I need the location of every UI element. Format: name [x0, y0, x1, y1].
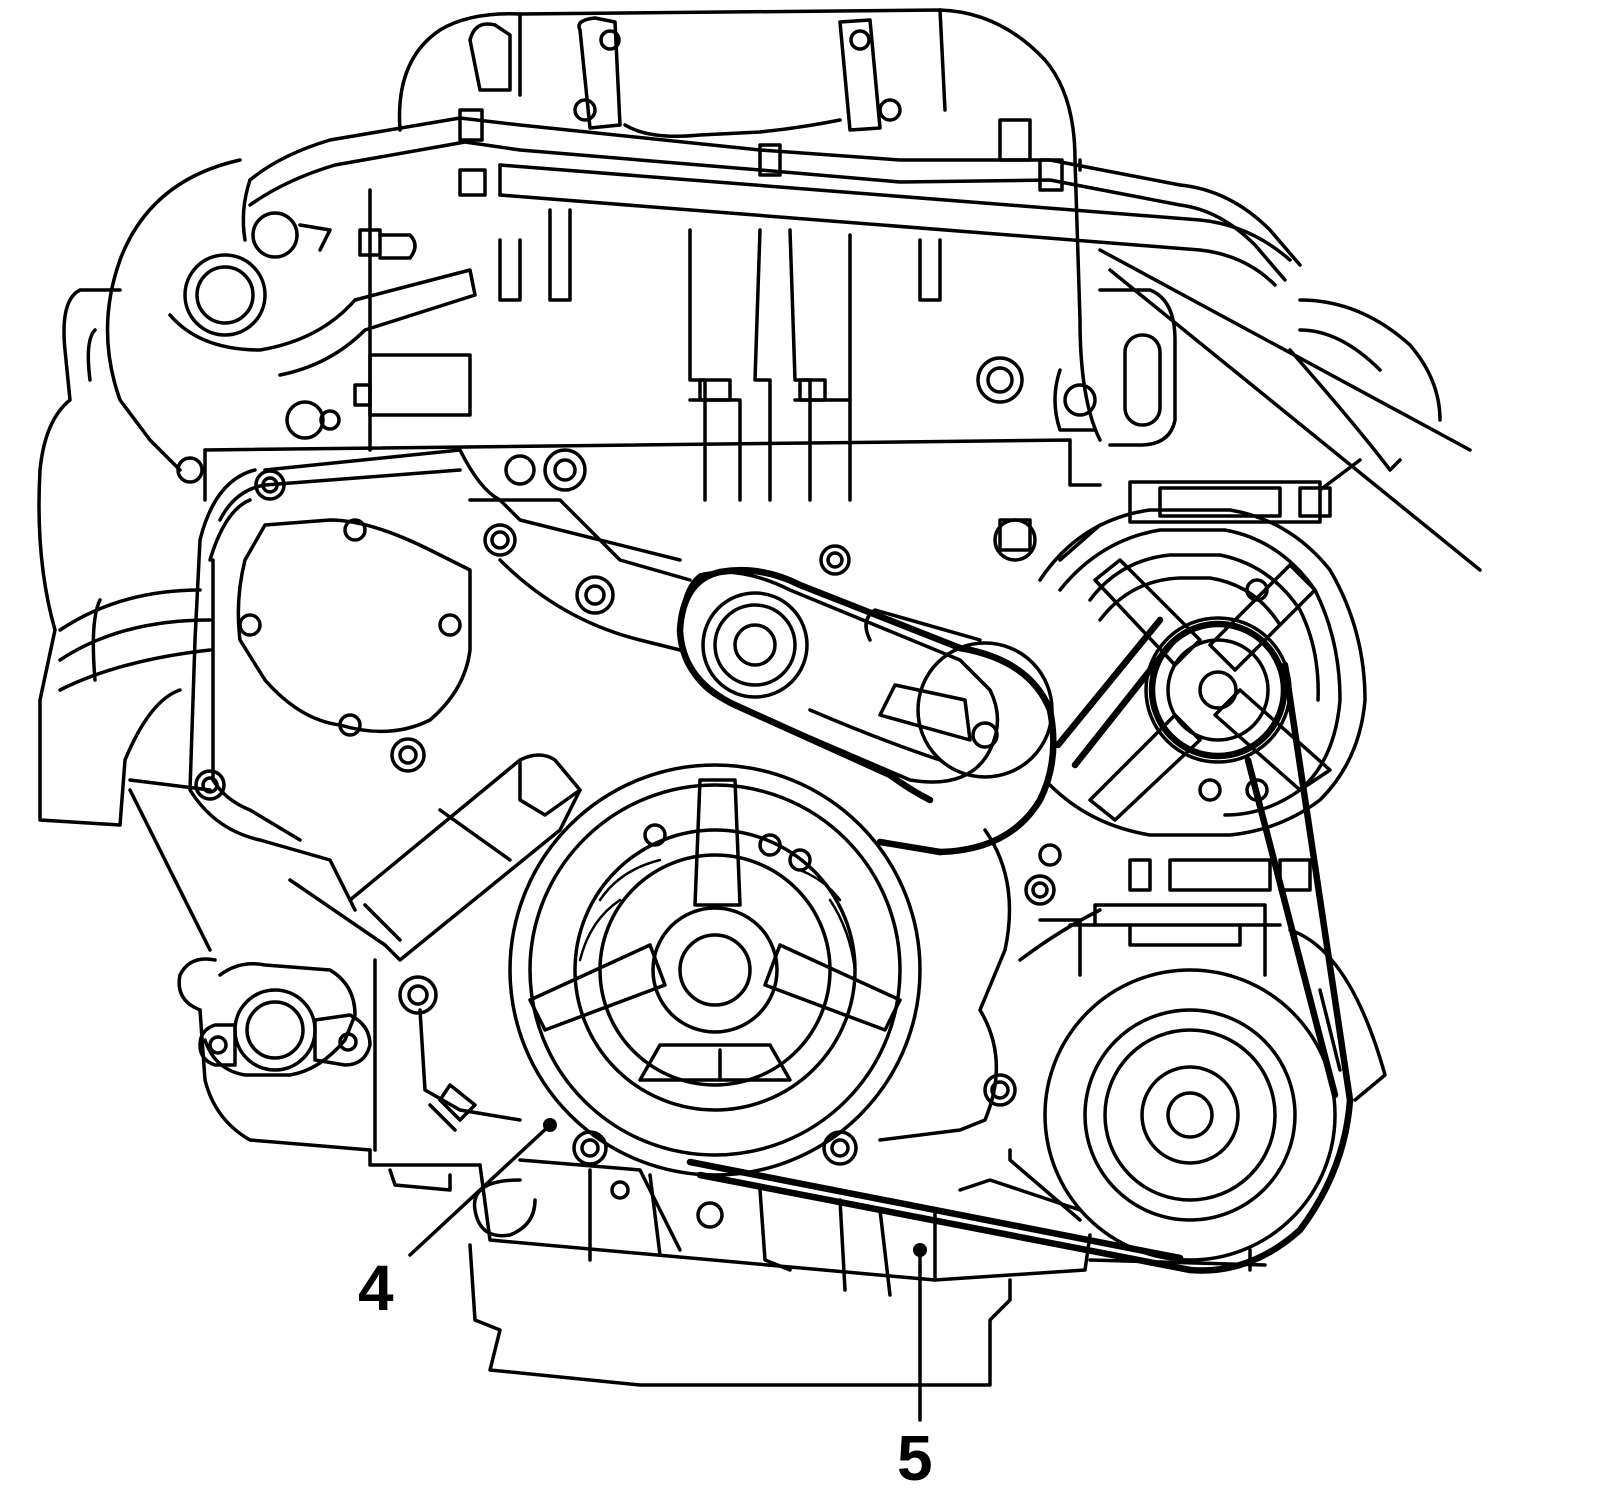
thermostat-housing	[128, 753, 582, 962]
water-outlet	[177, 957, 522, 1167]
callout-4-label: 4	[358, 1252, 394, 1324]
engine-block	[203, 158, 1482, 572]
belt-tensioner	[678, 570, 1054, 784]
turbocharger	[37, 158, 477, 827]
callout-4: 4	[358, 1118, 557, 1324]
callout-5-label: 5	[897, 1422, 933, 1494]
serpentine-belt	[676, 566, 1354, 1274]
water-pump-pulley	[1038, 858, 1387, 1272]
callout-5: 5	[897, 1243, 933, 1494]
cam-cover	[397, 8, 1077, 162]
alternator	[993, 480, 1367, 837]
crankshaft-pulley	[508, 763, 922, 1177]
timing-cover	[176, 400, 851, 912]
fuel-rail	[241, 108, 1302, 287]
oil-pan	[388, 828, 1102, 1387]
